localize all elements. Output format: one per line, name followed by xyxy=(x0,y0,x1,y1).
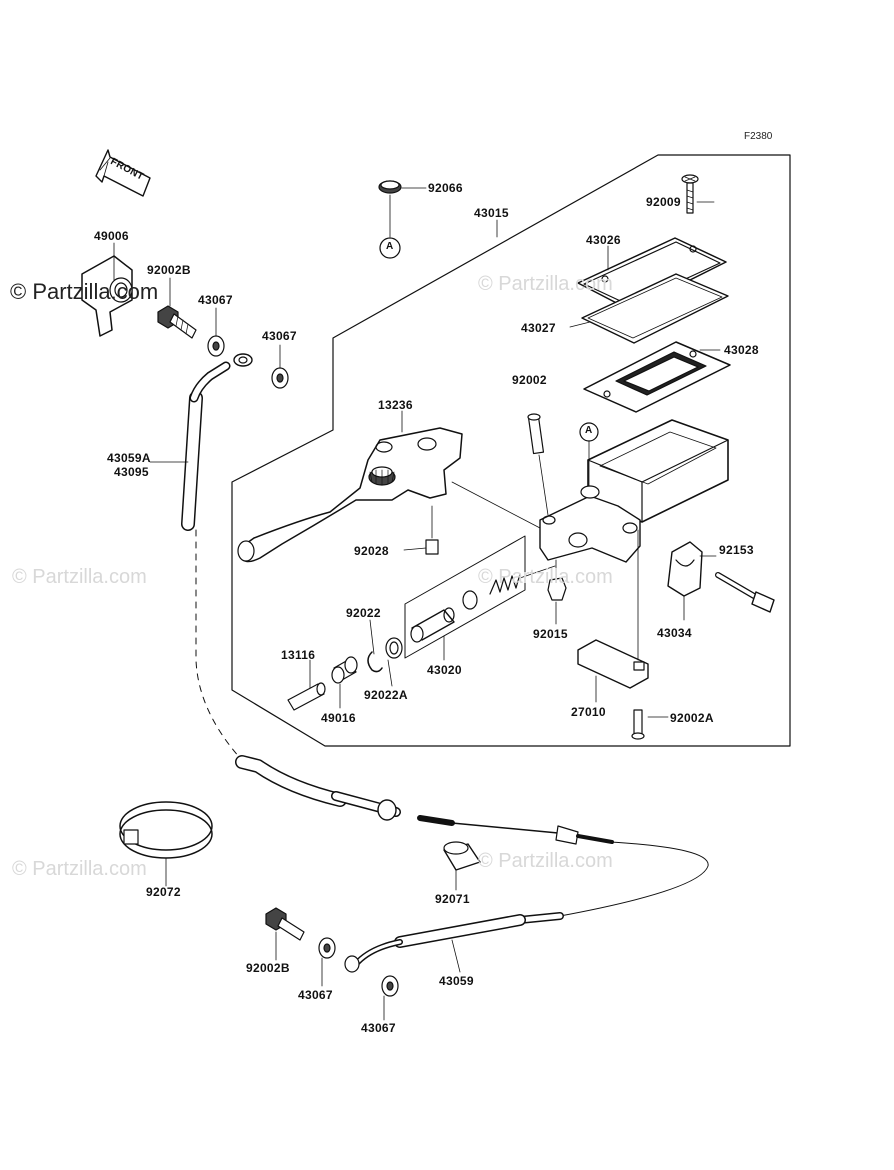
label-92002: 92002 xyxy=(512,373,547,387)
label-13236: 13236 xyxy=(378,398,413,412)
pin-13116 xyxy=(287,682,326,711)
clamp-43034 xyxy=(667,541,703,597)
label-92066: 92066 xyxy=(428,181,463,195)
ref-marker-a-top xyxy=(379,237,401,259)
label-92028: 92028 xyxy=(354,544,389,558)
label-43095: 43095 xyxy=(114,465,149,479)
label-92002A: 92002A xyxy=(670,711,714,725)
label-27010: 27010 xyxy=(571,705,606,719)
label-92009: 92009 xyxy=(646,195,681,209)
watermark-4: © Partzilla.com xyxy=(12,858,147,880)
label-92153: 92153 xyxy=(719,543,754,557)
nut-92015 xyxy=(547,577,567,601)
label-43067-d: 43067 xyxy=(361,1021,396,1035)
plate-43027 xyxy=(581,273,729,344)
label-43059A: 43059A xyxy=(107,451,151,465)
diaphragm-43028 xyxy=(583,341,731,413)
pushrod-49016 xyxy=(331,656,358,684)
label-92002B-bottom: 92002B xyxy=(246,961,290,975)
label-43015: 43015 xyxy=(474,206,509,220)
banjo-bolt-92002B-top xyxy=(157,305,197,339)
label-43067-a: 43067 xyxy=(198,293,233,307)
bushing-92028 xyxy=(425,539,439,555)
cable-43059 xyxy=(344,815,709,973)
ref-marker-a-mid-label: A xyxy=(585,425,593,436)
hose-43059A xyxy=(181,353,253,531)
label-43034: 43034 xyxy=(657,626,692,640)
label-92022A: 92022A xyxy=(364,688,408,702)
label-92071: 92071 xyxy=(435,892,470,906)
circlip-92022 xyxy=(367,651,383,673)
label-13116: 13116 xyxy=(281,648,316,662)
leader-lines xyxy=(113,187,721,1021)
watermark-2: © Partzilla.com xyxy=(12,566,147,588)
piston-43020 xyxy=(410,573,521,643)
sleeve-92071 xyxy=(443,841,481,871)
banjo-bolt-92002B-bottom xyxy=(265,907,305,941)
watermark-1: © Partzilla.com xyxy=(478,273,613,295)
screw-92002A xyxy=(631,709,645,740)
label-43020: 43020 xyxy=(427,663,462,677)
label-43059: 43059 xyxy=(439,974,474,988)
reservoir-cover-43026 xyxy=(577,237,727,311)
seal-92022A xyxy=(385,637,403,659)
label-43067-b: 43067 xyxy=(262,329,297,343)
watermark-5: © Partzilla.com xyxy=(478,850,613,872)
banjo-fitting-49006 xyxy=(81,255,133,337)
front-arrow-icon xyxy=(95,149,151,197)
ref-marker-a-top-label: A xyxy=(386,241,394,252)
label-92022: 92022 xyxy=(346,606,381,620)
switch-27010 xyxy=(577,639,649,689)
screw-92002 xyxy=(527,413,545,455)
bolt-92153 xyxy=(715,572,775,613)
master-cylinder-body xyxy=(539,419,729,563)
figure-code: F2380 xyxy=(744,131,773,142)
assembly-outline xyxy=(231,154,791,747)
label-92072: 92072 xyxy=(146,885,181,899)
label-49006: 49006 xyxy=(94,229,129,243)
watermark-dark: © Partzilla.com xyxy=(10,279,159,304)
clutch-lever-13236 xyxy=(237,427,463,563)
label-92015: 92015 xyxy=(533,627,568,641)
label-43028: 43028 xyxy=(724,343,759,357)
hose-lower xyxy=(235,755,401,821)
rubber-cap-92066 xyxy=(378,180,402,194)
watermark-3: © Partzilla.com xyxy=(478,566,613,588)
label-43026: 43026 xyxy=(586,233,621,247)
screw-92009 xyxy=(681,174,699,214)
label-43027: 43027 xyxy=(521,321,556,335)
band-92072 xyxy=(119,801,213,859)
label-49016: 49016 xyxy=(321,711,356,725)
label-43067-c: 43067 xyxy=(298,988,333,1002)
hose-dashed xyxy=(195,529,241,759)
label-92002B-top: 92002B xyxy=(147,263,191,277)
piston-kit-box xyxy=(404,535,526,659)
